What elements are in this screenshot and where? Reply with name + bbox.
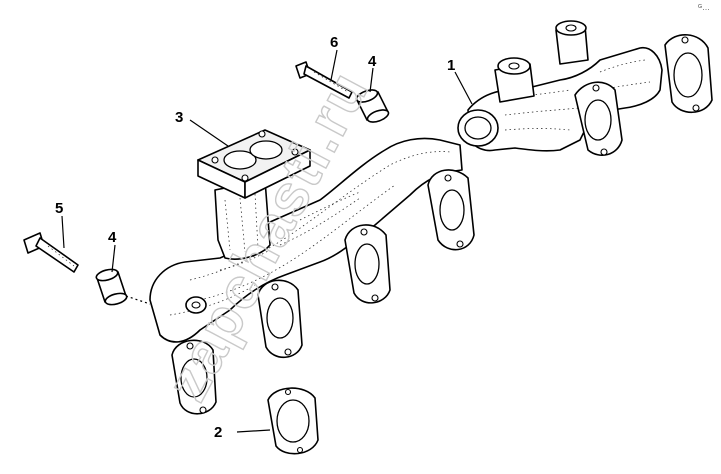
manifold-bolt-long (23, 232, 79, 273)
corner-mark: ᴳ… (698, 3, 710, 12)
callout-part-2: 2 (214, 424, 222, 441)
manifold-front-section (457, 20, 713, 156)
callout-part-3: 3 (175, 109, 183, 126)
turbo-mounting-flange (197, 129, 311, 199)
spacer-sleeve-upper (355, 89, 390, 123)
callout-part-4-upper: 4 (368, 53, 377, 70)
flange-gasket (267, 387, 319, 455)
manifold-stud (295, 61, 353, 99)
callout-part-5: 5 (55, 200, 63, 217)
callouts: 1 2 3 4 4 5 6 (55, 34, 455, 441)
manifold-rear-section (149, 137, 475, 415)
leader-lines (61, 49, 473, 433)
callout-part-4-lower: 4 (108, 229, 117, 246)
callout-part-6: 6 (330, 34, 338, 51)
spacer-sleeve-lower (95, 268, 128, 306)
callout-part-1: 1 (447, 57, 455, 74)
